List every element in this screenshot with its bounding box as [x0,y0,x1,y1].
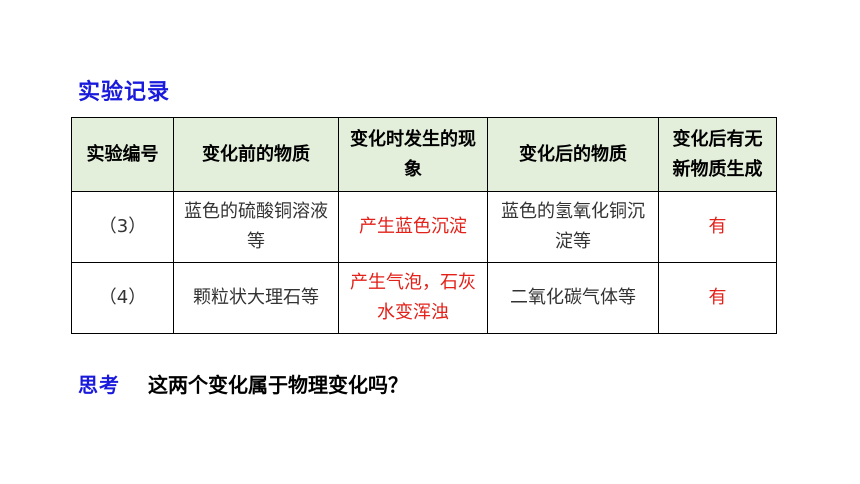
cell-new-substance: 有 [658,191,777,263]
cell-id: （3） [71,191,174,263]
think-question: 思考 这两个变化属于物理变化吗？ [78,369,408,398]
cell-id: （4） [71,262,174,334]
think-label: 思考 [78,373,120,397]
cell-after: 二氧化碳气体等 [487,262,659,334]
header-cell-before: 变化前的物质 [173,117,339,192]
table-header-row: 实验编号 变化前的物质 变化时发生的现象 变化后的物质 变化后有无新物质生成 [71,117,777,192]
cell-before: 颗粒状大理石等 [173,262,339,334]
header-cell-after: 变化后的物质 [487,117,659,192]
cell-before: 蓝色的硫酸铜溶液等 [173,191,339,263]
cell-after: 蓝色的氢氧化铜沉淀等 [487,191,659,263]
cell-phenomenon: 产生气泡，石灰水变浑浊 [338,262,488,334]
experiment-record-table: 实验编号 变化前的物质 变化时发生的现象 变化后的物质 变化后有无新物质生成 （… [71,117,777,334]
table-row: （3） 蓝色的硫酸铜溶液等 产生蓝色沉淀 蓝色的氢氧化铜沉淀等 有 [71,191,777,263]
cell-phenomenon: 产生蓝色沉淀 [338,191,488,263]
header-cell-phenomenon: 变化时发生的现象 [338,117,488,192]
header-cell-new-substance: 变化后有无新物质生成 [658,117,777,192]
table-row: （4） 颗粒状大理石等 产生气泡，石灰水变浑浊 二氧化碳气体等 有 [71,262,777,334]
section-title: 实验记录 [78,80,171,105]
header-cell-id: 实验编号 [71,117,174,192]
think-question-text: 这两个变化属于物理变化吗？ [148,373,408,397]
cell-new-substance: 有 [658,262,777,334]
